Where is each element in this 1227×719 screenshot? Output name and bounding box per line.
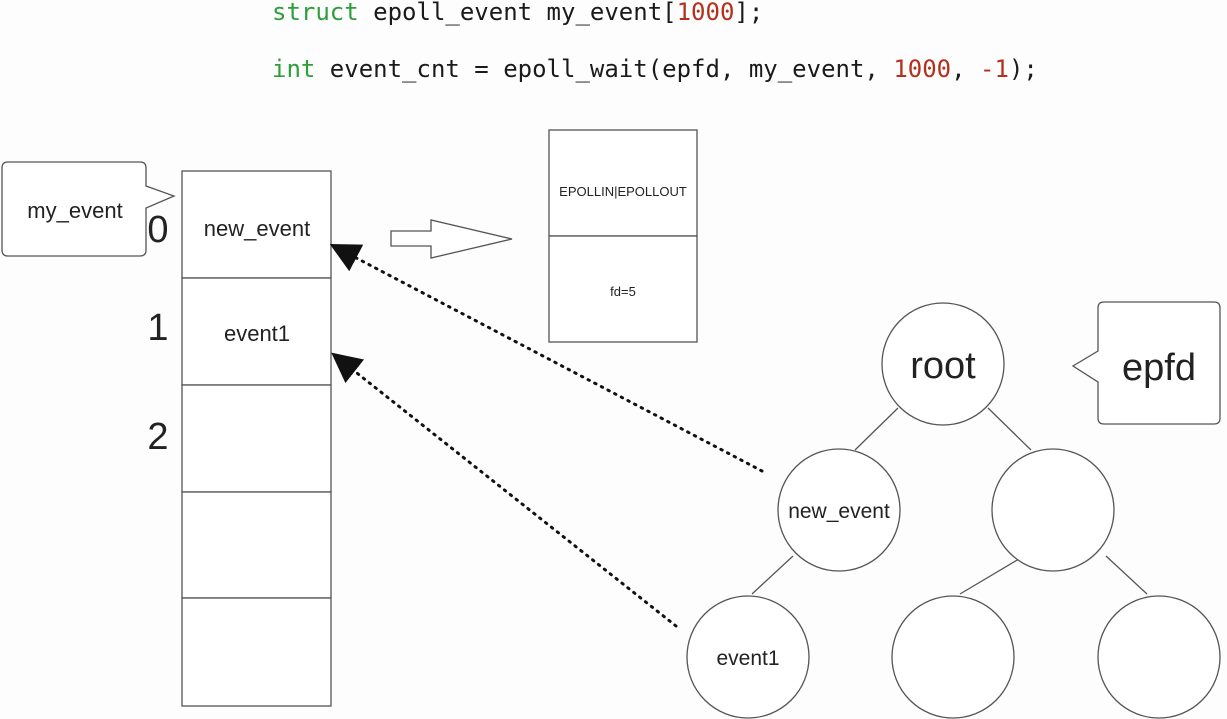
code-number: -1: [980, 55, 1009, 83]
tree-edges: [751, 407, 1148, 595]
struct-fd-field: [548, 235, 698, 343]
code-keyword-struct: struct: [272, 0, 359, 26]
struct-events-field: [548, 129, 698, 237]
code-number: 1000: [893, 55, 951, 83]
tree-node-root: [881, 302, 1005, 426]
code-text: epoll_event my_event[: [359, 0, 677, 26]
tree-node-root-label: root: [910, 345, 976, 387]
code-keyword-int: int: [272, 55, 315, 83]
code-text: ];: [734, 0, 763, 26]
code-number: 1000: [677, 0, 735, 26]
code-text: event_cnt = epoll_wait(epfd, my_event,: [315, 55, 893, 83]
tree-node-right: [991, 448, 1115, 572]
array-cell-2: [181, 384, 332, 493]
array-cell-3: [181, 491, 332, 599]
dotted-arrow-event1: [331, 352, 678, 628]
array-index-2: 2: [147, 416, 168, 458]
tree-node-right-right: [1097, 595, 1221, 719]
array-cell-0: [181, 170, 332, 279]
my-event-callout: my_event: [1, 161, 176, 257]
array-index-1: 1: [147, 307, 168, 349]
struct-fd-label: fd=5: [610, 284, 636, 299]
event-array: new_event event1 0 1 2: [147, 170, 332, 707]
array-cell-0-label: new_event: [204, 216, 310, 241]
code-text: );: [1009, 55, 1038, 83]
code-line-declaration: struct epoll_event my_event[1000];: [272, 0, 763, 26]
epfd-callout-label: epfd: [1122, 347, 1196, 389]
code-text: ,: [951, 55, 980, 83]
tree-node-event1-label: event1: [716, 647, 779, 670]
tree-node-event1: [686, 595, 810, 719]
tree-node-new-event-label: new_event: [788, 500, 890, 523]
epfd-callout: epfd: [1071, 301, 1221, 425]
tree-node-right-left: [891, 595, 1015, 719]
array-cell-4: [181, 597, 332, 707]
struct-events-label: EPOLLIN|EPOLLOUT: [559, 184, 687, 199]
array-index-0: 0: [147, 209, 168, 251]
epoll-event-struct: EPOLLIN|EPOLLOUT fd=5: [548, 129, 698, 343]
code-line-epoll-wait: int event_cnt = epoll_wait(epfd, my_even…: [272, 55, 1038, 83]
tree-node-new-event: [777, 448, 901, 572]
array-cell-1-label: event1: [224, 321, 290, 346]
array-cell-1: [181, 277, 332, 386]
rb-tree: root new_event event1: [686, 302, 1221, 719]
my-event-callout-label: my_event: [27, 198, 122, 223]
expand-arrow-icon: [390, 219, 513, 259]
